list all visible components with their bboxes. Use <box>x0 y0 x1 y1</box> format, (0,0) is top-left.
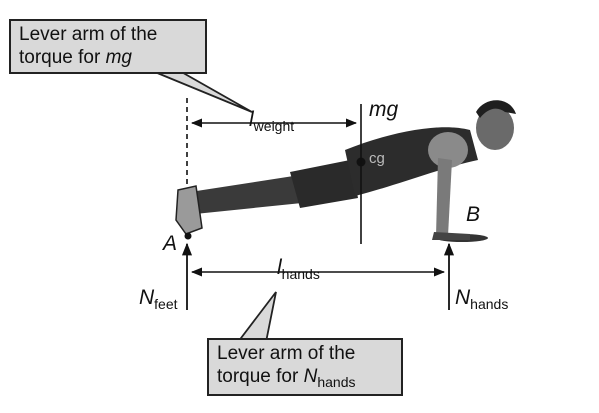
n-feet-label: Nfeet <box>139 286 178 312</box>
bottom-callout-pointer <box>236 291 277 343</box>
n-feet-symbol: N <box>139 286 155 309</box>
mg-label: mg <box>369 98 399 121</box>
person-figure <box>175 100 516 240</box>
arm <box>436 158 452 236</box>
head <box>476 106 514 150</box>
shoes <box>175 185 203 235</box>
point-b-label: B <box>466 203 481 226</box>
n-hands-label: Nhands <box>455 286 509 312</box>
callout-top-line2: torque for mg <box>19 46 197 69</box>
n-feet-subscript: feet <box>154 296 178 312</box>
callout-bottom-line2-prefix: torque for <box>217 366 304 387</box>
hair <box>476 100 516 118</box>
l-hands-label: lhands <box>277 256 320 282</box>
hand <box>432 232 470 240</box>
cg-label: cg <box>369 150 385 167</box>
l-hands-subscript: hands <box>281 266 320 282</box>
callout-bottom-n-symbol: N <box>303 366 318 387</box>
callout-bottom-line2: torque for Nhands <box>217 365 393 390</box>
callout-bottom-line1: Lever arm of the <box>217 343 356 364</box>
n-hands-subscript: hands <box>470 296 509 312</box>
callout-bottom-n-subscript: hands <box>317 374 356 390</box>
point-a-label: A <box>163 232 178 255</box>
callout-lever-arm-mg: Lever arm of the torque for mg <box>9 19 207 74</box>
l-weight-subscript: weight <box>253 118 295 134</box>
callout-top-line1: Lever arm of the <box>19 24 158 45</box>
callout-lever-arm-nhands: Lever arm of the torque for Nhands <box>207 338 403 396</box>
l-weight-symbol: l <box>249 108 254 131</box>
point-a-dot <box>184 232 192 240</box>
callout-top-line2-prefix: torque for <box>19 47 106 68</box>
l-weight-label: lweight <box>249 108 295 134</box>
l-hands-symbol: l <box>277 256 282 279</box>
shorts <box>290 160 358 208</box>
top-callout-pointer <box>149 69 253 113</box>
n-hands-symbol: N <box>455 286 471 309</box>
callout-top-mg-symbol: mg <box>105 47 133 68</box>
